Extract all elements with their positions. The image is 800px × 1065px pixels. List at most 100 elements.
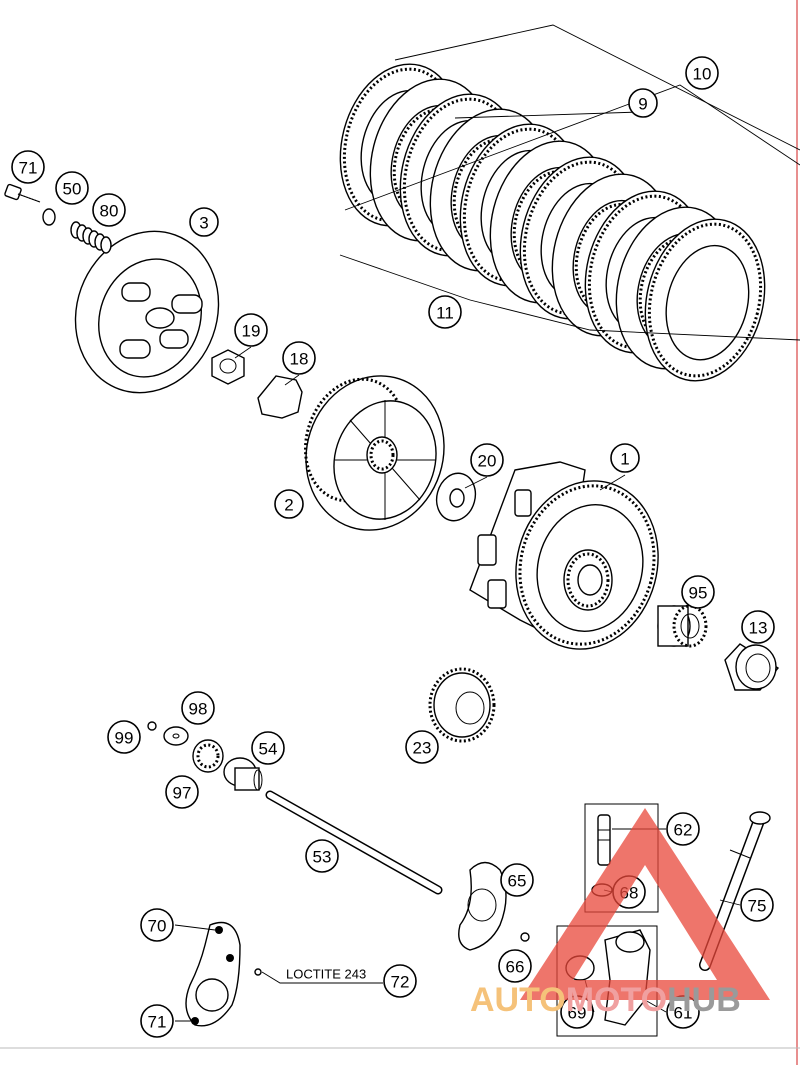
callout-53: 53: [305, 839, 339, 873]
callout-70: 70: [140, 908, 174, 942]
callout-label: 3: [199, 214, 208, 233]
callout-69: 69: [560, 995, 594, 1029]
needle-bearing-95: [657, 604, 708, 648]
axial-bearing-97: [192, 739, 224, 773]
callout-11: 11: [428, 295, 462, 329]
callout-71: 71: [140, 1004, 174, 1038]
callout-label: 71: [19, 159, 38, 178]
callout-label: 9: [638, 95, 647, 114]
washer-50: [42, 208, 56, 226]
callout-label: 65: [508, 872, 527, 891]
callout-10: 10: [685, 56, 719, 90]
callout-label: 2: [284, 496, 293, 515]
nut-19: [211, 349, 245, 385]
callout-circle: [666, 812, 700, 846]
callout-13: 13: [741, 610, 775, 644]
bushing-13: [724, 643, 780, 691]
callout-1: 1: [610, 443, 640, 473]
callout-98: 98: [181, 691, 215, 725]
callout-circle: [282, 341, 316, 375]
callout-label: 62: [674, 821, 693, 840]
callout-circle: [140, 1004, 174, 1038]
callout-97: 97: [165, 775, 199, 809]
callout-label: 1: [620, 450, 629, 469]
outer-clutch-basket: [469, 461, 659, 650]
cover-plate-70: [185, 921, 262, 1027]
callout-circle: [383, 964, 417, 998]
ball-99: [147, 721, 157, 731]
spring-80: [70, 221, 112, 254]
callout-circle: [681, 575, 715, 609]
lock-washer-18: [257, 375, 303, 419]
callout-circle: [610, 443, 640, 473]
automotohub-watermark: AUTOMOTOHUB: [470, 808, 770, 1019]
callout-label: 11: [436, 304, 454, 323]
callout-circle: [107, 720, 141, 754]
callout-80: 80: [92, 193, 126, 227]
callout-circle: [189, 207, 219, 237]
watermark-triangle-logo: [520, 808, 770, 1000]
callout-label: 23: [413, 739, 432, 758]
callout-label: 53: [313, 848, 332, 867]
callout-label: 97: [173, 784, 192, 803]
callout-95: 95: [681, 575, 715, 609]
callout-71: 71: [11, 150, 45, 184]
callout-circle: [165, 775, 199, 809]
bolt-71: [4, 183, 41, 203]
ball-66: [520, 932, 530, 942]
callout-circle: [740, 888, 774, 922]
callout-66: 66: [498, 949, 532, 983]
callout-label: 66: [506, 958, 525, 977]
callout-label: 80: [100, 202, 119, 221]
callout-label: 61: [674, 1004, 693, 1023]
callout-label: 71: [148, 1013, 167, 1032]
callout-circle: [234, 313, 268, 347]
callout-circle: [251, 731, 285, 765]
callout-75: 75: [740, 888, 774, 922]
clutch-plate-stack: [339, 63, 766, 382]
callout-label: 95: [689, 584, 708, 603]
callout-label: 50: [63, 180, 82, 199]
callout-label: 19: [242, 322, 261, 341]
inner-clutch-hub: [303, 375, 445, 531]
callout-label: 69: [568, 1004, 587, 1023]
callout-circle: [628, 88, 658, 118]
callout-circle: [181, 691, 215, 725]
thrust-washer-20: [435, 472, 477, 522]
callout-99: 99: [107, 720, 141, 754]
pressure-piece-54: [223, 757, 263, 791]
callout-circle: [140, 908, 174, 942]
callout-62: 62: [666, 812, 700, 846]
callout-circle: [405, 730, 439, 764]
callout-circle: [305, 839, 339, 873]
washer-98: [163, 726, 189, 746]
callout-50: 50: [55, 171, 89, 205]
callout-54: 54: [251, 731, 285, 765]
callout-circle: [741, 610, 775, 644]
callout-circle: [500, 863, 534, 897]
callout-2: 2: [274, 489, 304, 519]
callout-19: 19: [234, 313, 268, 347]
callout-label: 10: [693, 65, 712, 84]
callout-circle: [55, 171, 89, 205]
callout-label: 20: [478, 452, 497, 471]
callout-label: 54: [259, 740, 278, 759]
loctite-note: LOCTITE 243: [286, 967, 366, 982]
callout-circle: [92, 193, 126, 227]
plate-stack-leaders: [339, 24, 800, 341]
callout-label: 98: [189, 700, 208, 719]
callout-3: 3: [189, 207, 219, 237]
callout-label: 18: [290, 350, 309, 369]
clutch-plate-friction: [644, 218, 766, 382]
pressure-plate: [74, 230, 220, 394]
callout-label: 99: [115, 729, 134, 748]
callout-circle: [470, 443, 504, 477]
callout-label: 75: [748, 897, 767, 916]
callout-leaders: [174, 346, 741, 1022]
callout-label: 13: [749, 619, 768, 638]
callout-65: 65: [500, 863, 534, 897]
watermark-part1: AUTOMOTOHUB: [470, 981, 741, 1019]
callout-label: 70: [148, 917, 167, 936]
callout-label: 72: [391, 973, 410, 992]
